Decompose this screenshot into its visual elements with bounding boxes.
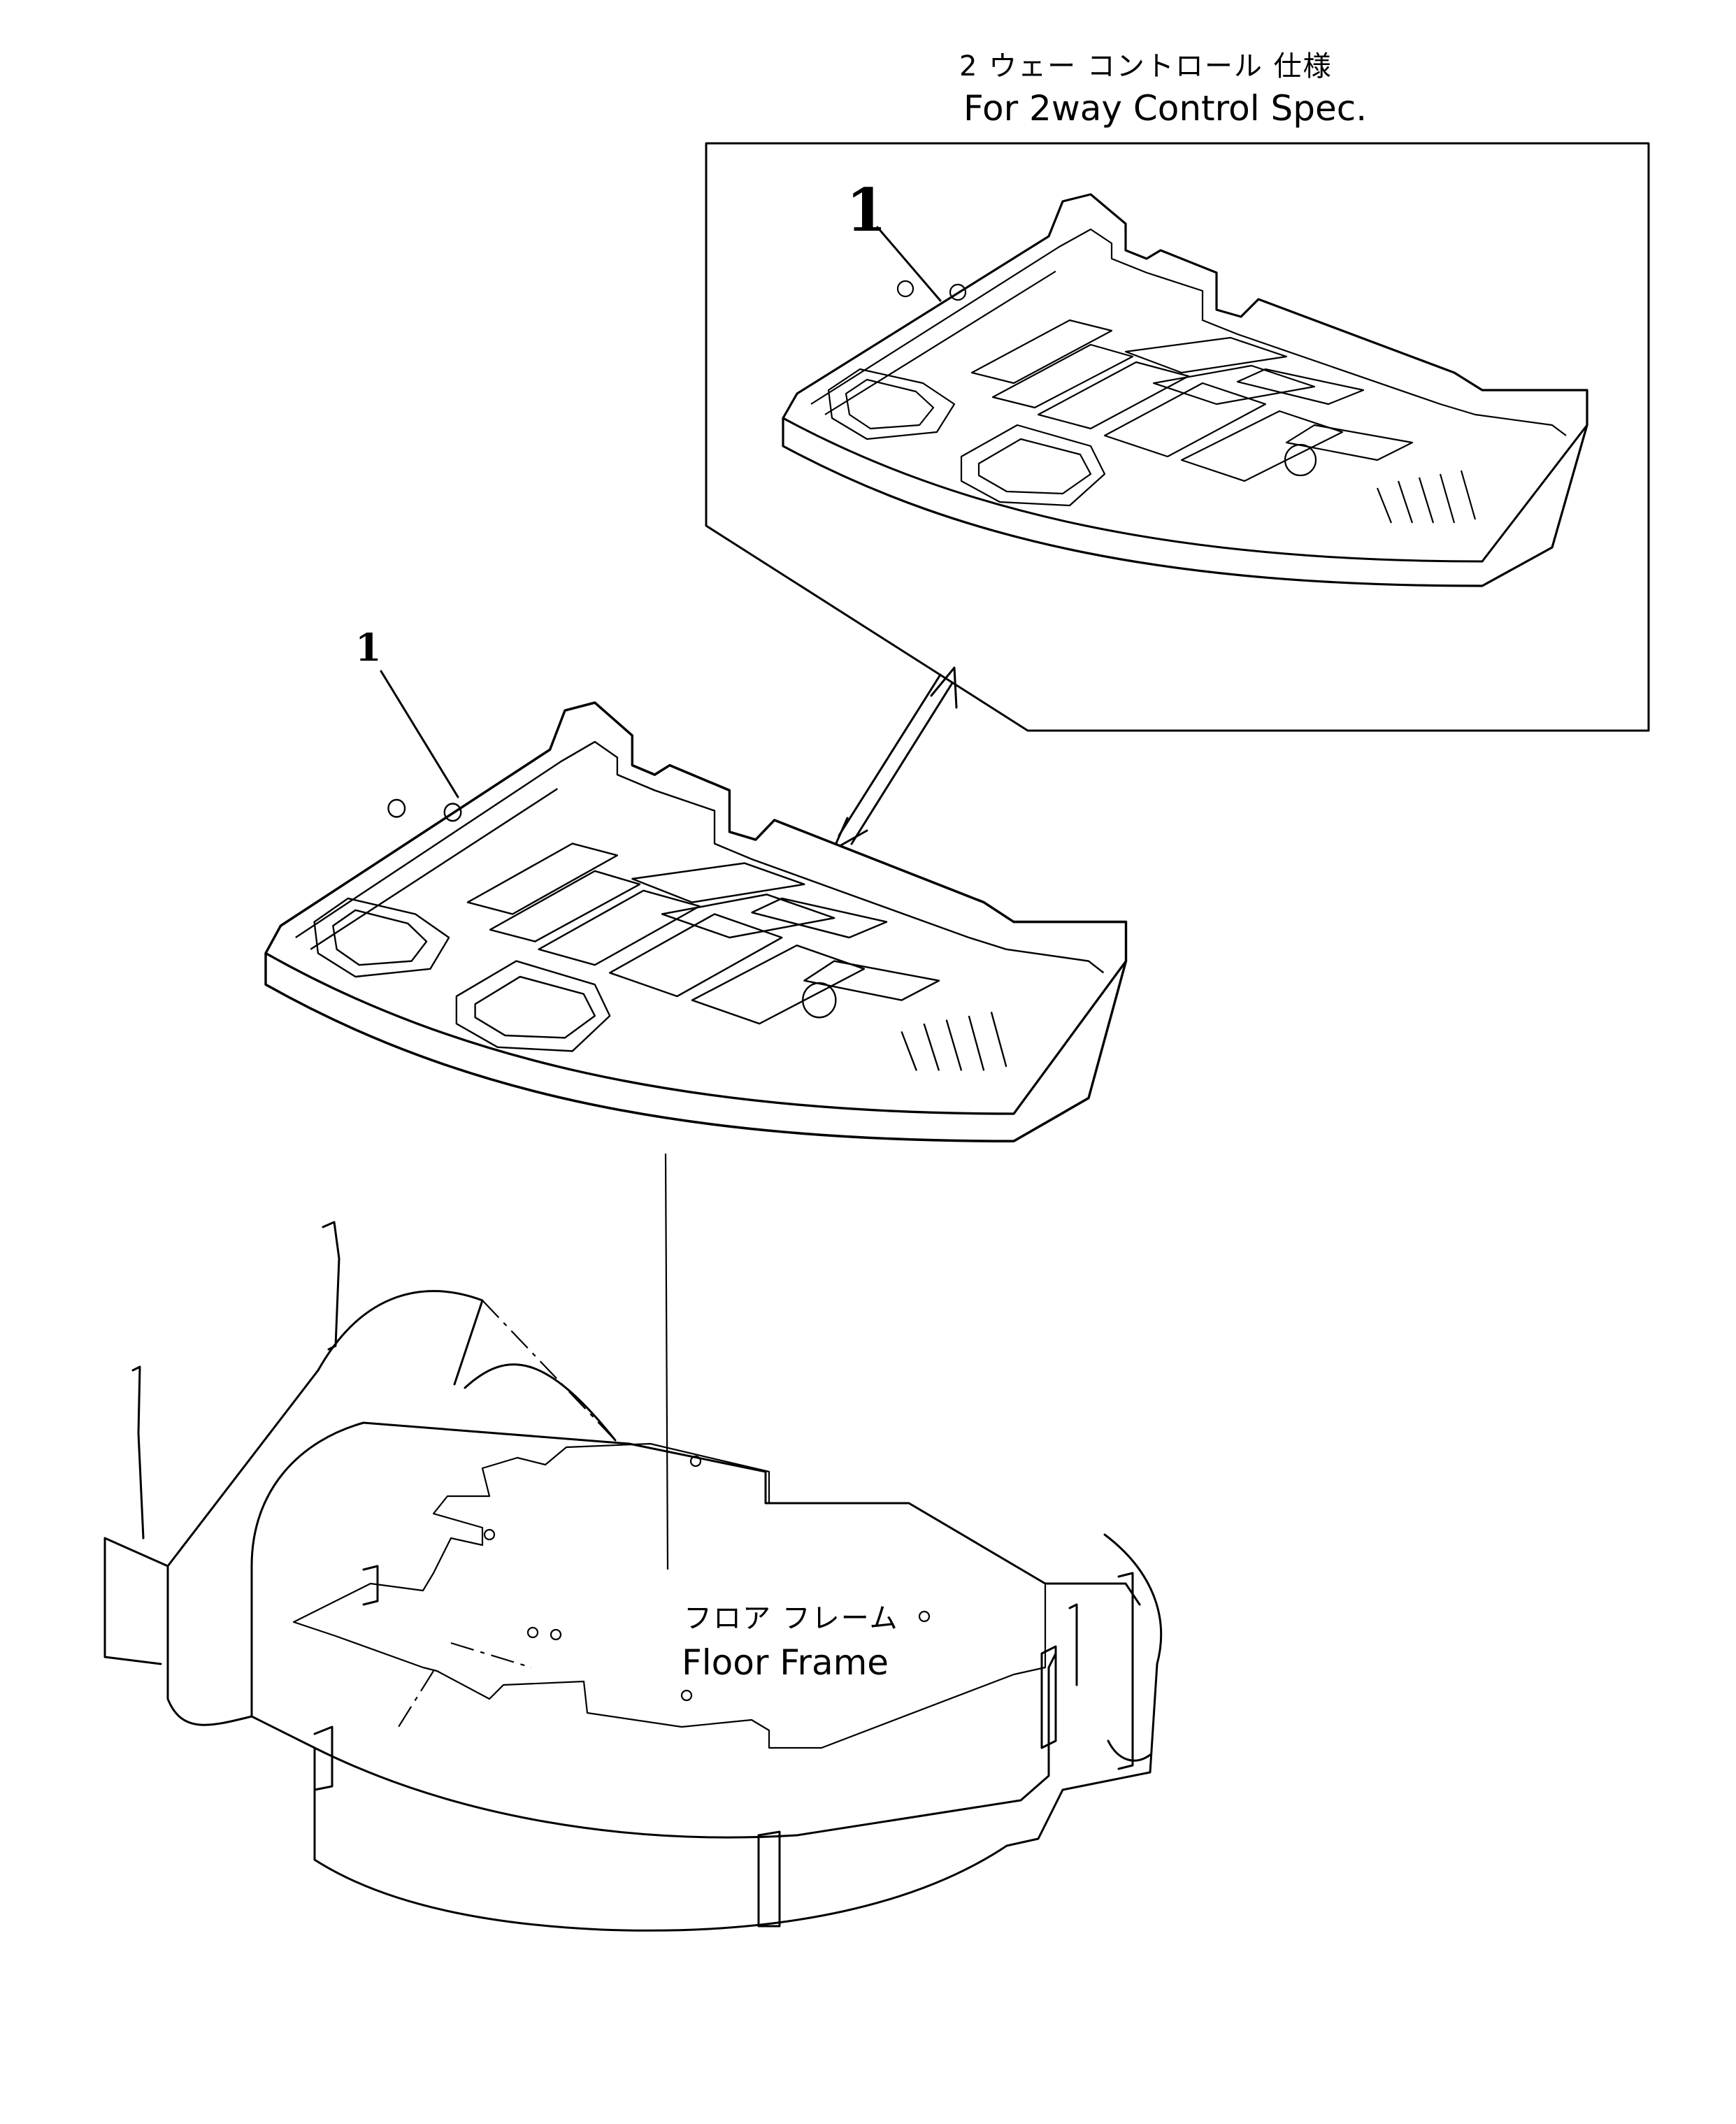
main-callout-leader [380, 670, 459, 798]
inset-caption-en: For 2way Control Spec. [963, 88, 1367, 129]
alignment-line [664, 1153, 669, 1570]
inset-callout-number: 1 [846, 175, 887, 245]
main-callout-number: 1 [355, 625, 382, 670]
inset-frame [705, 142, 1650, 732]
inset-floor-mat [782, 193, 1588, 587]
inset-caption-jp: 2 ウェー コントロール 仕様 [959, 50, 1333, 82]
floor-frame-label-en: Floor Frame [682, 1642, 889, 1683]
inset-callout-leader [876, 226, 942, 302]
floor-frame [103, 1221, 1163, 1932]
main-floor-mat [264, 701, 1128, 1142]
floor-frame-label-jp: フロア フレーム [684, 1602, 899, 1635]
interchange-arrow [832, 666, 958, 851]
